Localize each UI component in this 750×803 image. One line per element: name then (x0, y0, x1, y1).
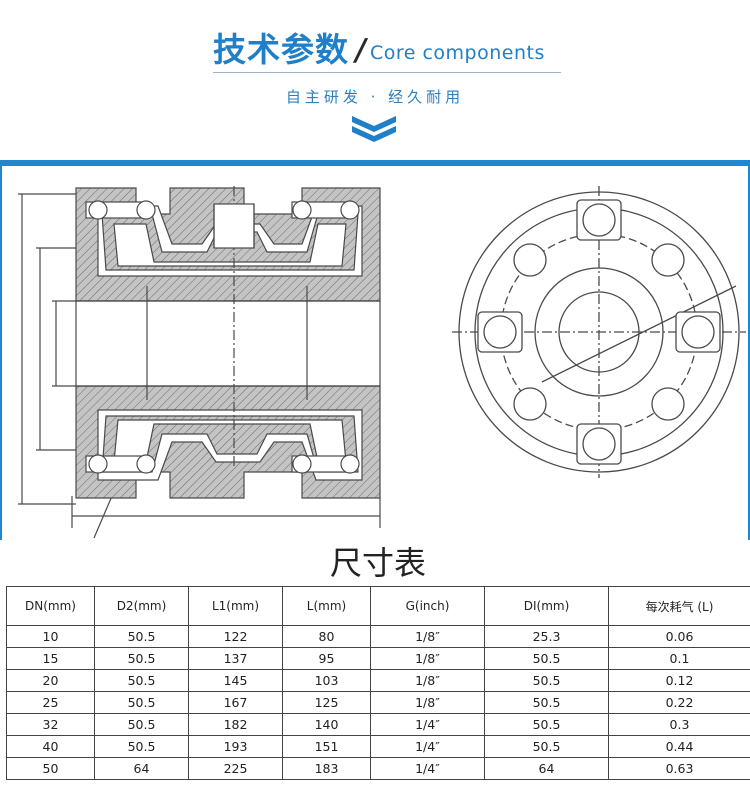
page-title: 技术参数 (213, 30, 349, 69)
table-cell: 1/8″ (370, 647, 485, 670)
title-separator: / (352, 33, 370, 68)
table-cell: 50.5 (484, 647, 609, 670)
table-cell: 145 (188, 669, 283, 692)
table-cell: 64 (94, 757, 189, 780)
table-cell: 122 (188, 625, 283, 648)
table-cell: 151 (282, 735, 371, 758)
header: 技术参数 / Core components 自主研发 · 经久耐用 (0, 0, 750, 160)
table-row: 50 64 225 183 1/4″ 64 0.63 (6, 757, 750, 780)
table-cell: 50 (6, 757, 95, 780)
table-cell: 0.06 (608, 625, 750, 648)
table-cell: 20 (6, 669, 95, 692)
table-cell: 50.5 (94, 625, 189, 648)
table-cell: 50.5 (484, 669, 609, 692)
table-row: 25 50.5 167 125 1/8″ 50.5 0.22 (6, 691, 750, 714)
table-cell: 50.5 (484, 713, 609, 736)
table-cell: 80 (282, 625, 371, 648)
table-row: 15 50.5 137 95 1/8″ 50.5 0.1 (6, 647, 750, 670)
table-cell: 1/4″ (370, 757, 485, 780)
table-cell: 1/8″ (370, 625, 485, 648)
table-cell: 50.5 (94, 669, 189, 692)
table-cell: 225 (188, 757, 283, 780)
column-header: DN(mm) (6, 586, 95, 626)
table-cell: 10 (6, 625, 95, 648)
table-cell: 0.12 (608, 669, 750, 692)
section-view (18, 186, 381, 539)
table-row: 32 50.5 182 140 1/4″ 50.5 0.3 (6, 713, 750, 736)
table-header-row: DN(mm) D2(mm) L1(mm) L(mm) G(inch) DI(mm… (6, 586, 750, 626)
column-header: L1(mm) (188, 586, 283, 626)
table-cell: 15 (6, 647, 95, 670)
column-header: DI(mm) (484, 586, 609, 626)
table-row: 20 50.5 145 103 1/8″ 50.5 0.12 (6, 669, 750, 692)
title-row: 技术参数 / Core components (213, 22, 545, 70)
page-subtitle: 自主研发 · 经久耐用 (285, 88, 465, 106)
table-cell: 103 (282, 669, 371, 692)
table-cell: 0.22 (608, 691, 750, 714)
column-header: G(inch) (370, 586, 485, 626)
table-cell: 137 (188, 647, 283, 670)
table-cell: 1/8″ (370, 691, 485, 714)
table-cell: 140 (282, 713, 371, 736)
drawing-top-band (0, 160, 750, 166)
table-row: 40 50.5 193 151 1/4″ 50.5 0.44 (6, 735, 750, 758)
table-cell: 50.5 (94, 713, 189, 736)
table-cell: 167 (188, 691, 283, 714)
chevron-down-icon (350, 114, 398, 146)
table-cell: 95 (282, 647, 371, 670)
table-cell: 25 (6, 691, 95, 714)
table-cell: 0.44 (608, 735, 750, 758)
table-cell: 193 (188, 735, 283, 758)
drawing-canvas (18, 186, 746, 539)
table-cell: 25.3 (484, 625, 609, 648)
table-cell: 64 (484, 757, 609, 780)
table-cell: 50.5 (94, 735, 189, 758)
table-cell: 125 (282, 691, 371, 714)
column-header: 每次耗气 (L) (608, 586, 750, 626)
page-title-english: Core components (369, 42, 545, 64)
table-cell: 50.5 (94, 647, 189, 670)
table-cell: 50.5 (484, 691, 609, 714)
table-cell: 1/4″ (370, 713, 485, 736)
table-cell: 0.3 (608, 713, 750, 736)
technical-drawing (0, 166, 750, 540)
table-cell: 0.1 (608, 647, 750, 670)
dimension-table-section: 尺寸表 DN(mm) D2(mm) L1(mm) L(mm) G(inch) D… (6, 540, 750, 780)
table-cell: 1/8″ (370, 669, 485, 692)
front-view (452, 186, 746, 478)
table-cell: 0.63 (608, 757, 750, 780)
table-cell: 1/4″ (370, 735, 485, 758)
table-cell: 183 (282, 757, 371, 780)
table-cell: 32 (6, 713, 95, 736)
column-header: D2(mm) (94, 586, 189, 626)
dimension-table: DN(mm) D2(mm) L1(mm) L(mm) G(inch) DI(mm… (6, 586, 750, 780)
table-cell: 182 (188, 713, 283, 736)
table-row: 10 50.5 122 80 1/8″ 25.3 0.06 (6, 625, 750, 648)
table-cell: 50.5 (94, 691, 189, 714)
table-cell: 50.5 (484, 735, 609, 758)
title-underline (213, 72, 561, 73)
column-header: L(mm) (282, 586, 371, 626)
table-cell: 40 (6, 735, 95, 758)
table-title: 尺寸表 (329, 544, 426, 582)
